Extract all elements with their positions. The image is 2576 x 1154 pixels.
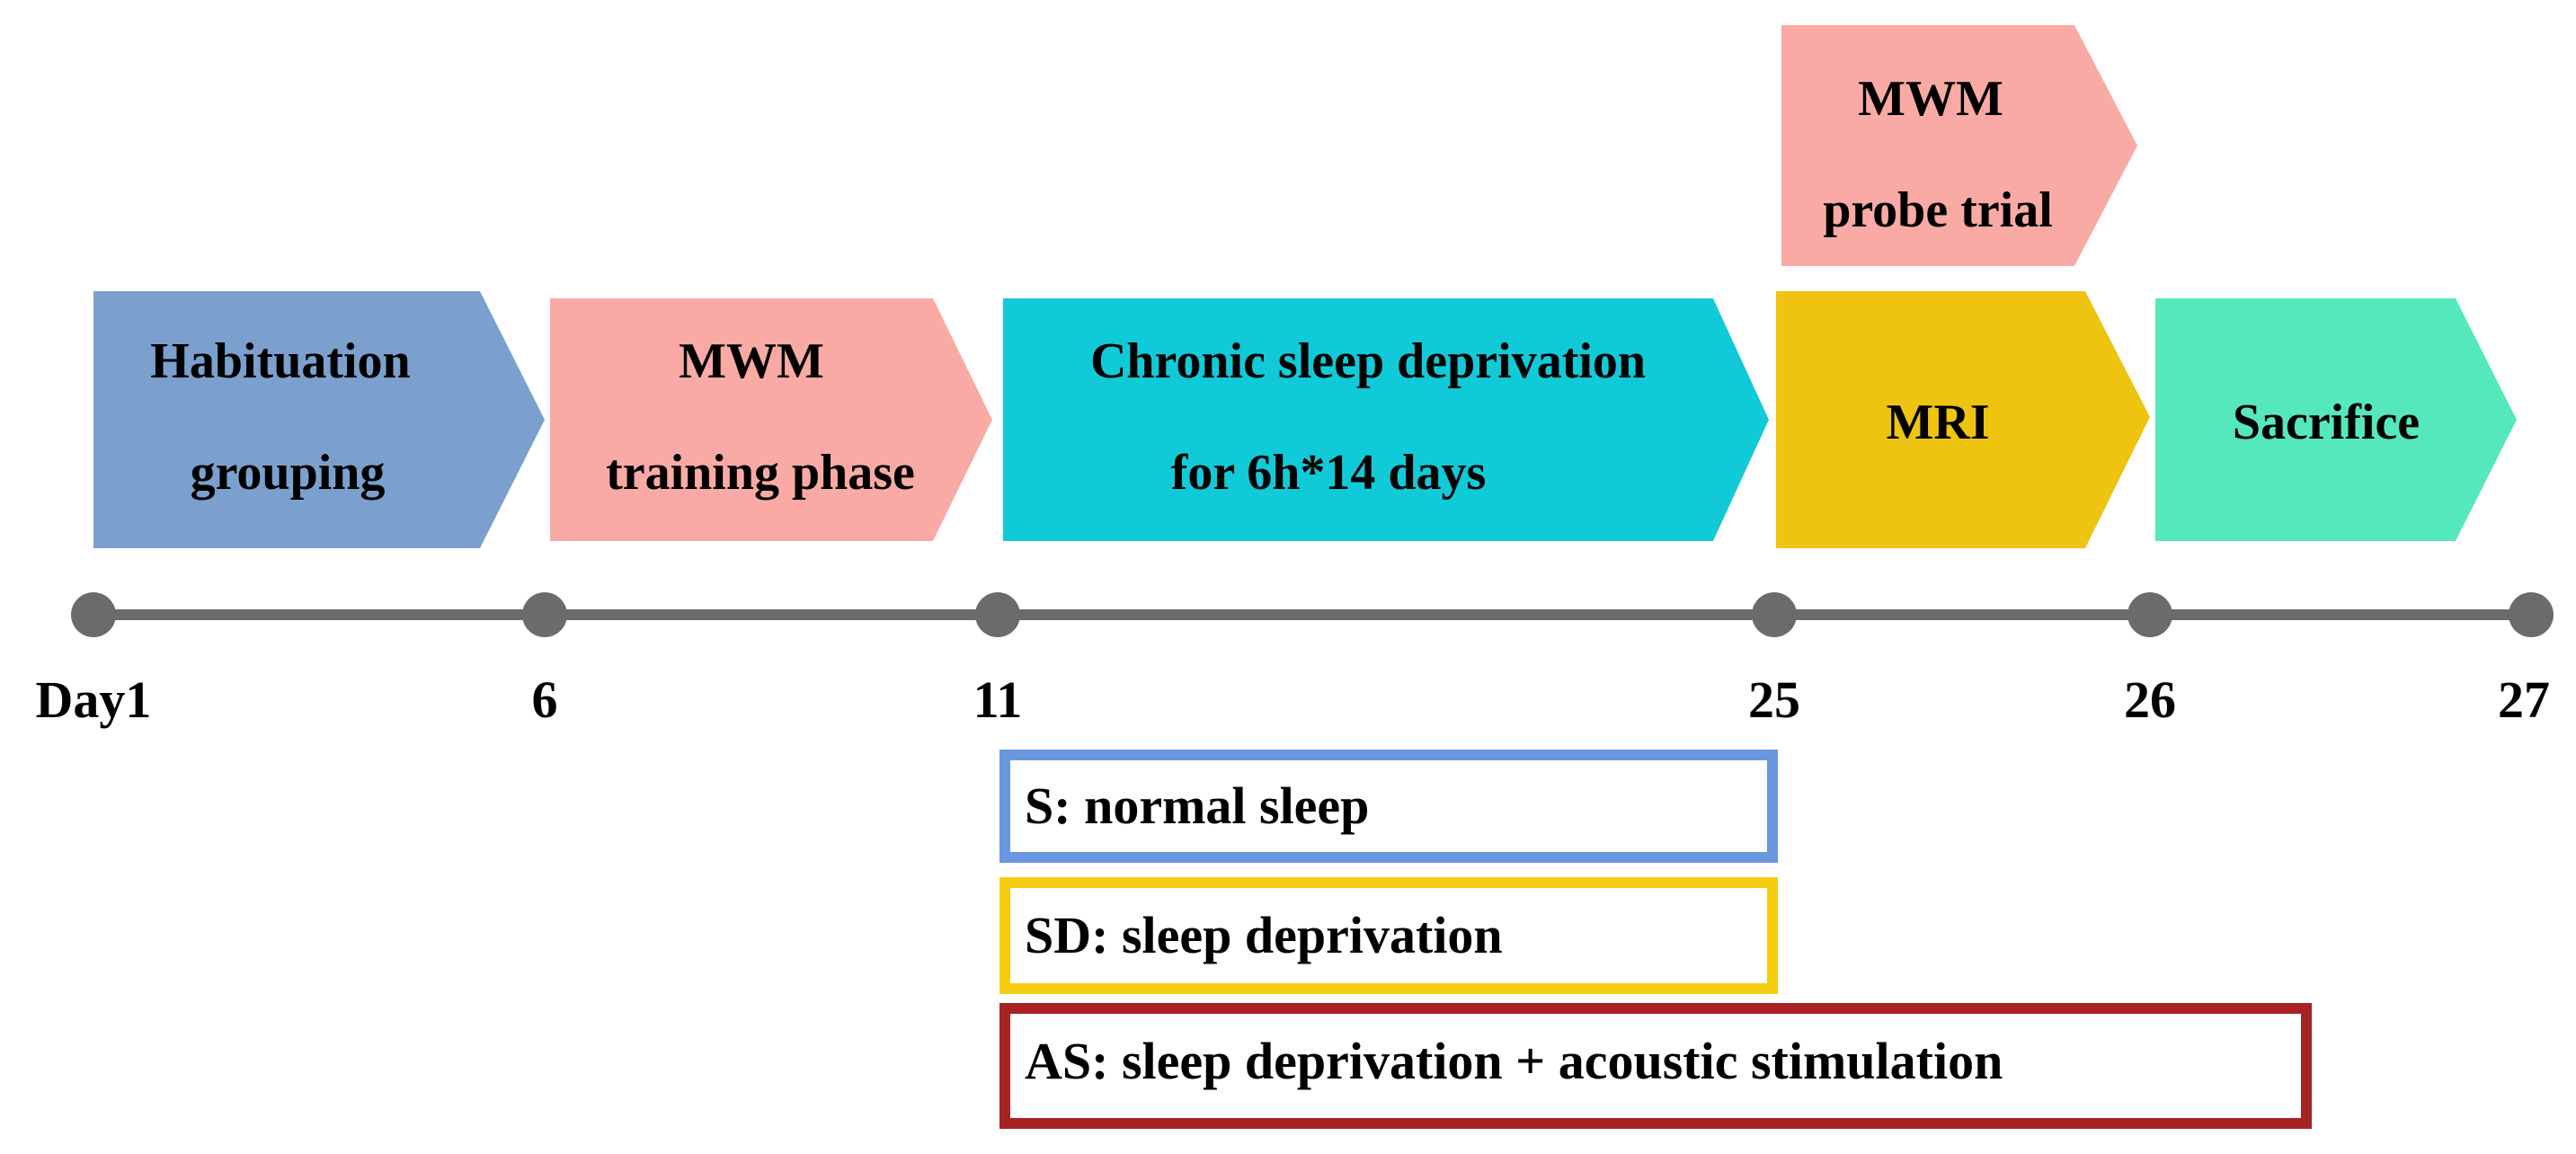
phase-mwm-training-arrow [550,298,992,541]
phase-sacrifice-arrow [2155,298,2517,541]
timeline-tick-label-day27: 27 [2498,670,2550,729]
timeline-tick-label-day25: 25 [1748,670,1800,729]
timeline-marker-day6 [522,592,567,637]
timeline-marker-day25 [1752,592,1797,637]
group-sd-label: SD: sleep deprivation [1025,906,1503,964]
timeline-tick-label-day26: 26 [2124,670,2176,729]
phase-sleep-deprivation-line-1: Chronic sleep deprivation [1090,333,1646,389]
phase-mwm-training: MWM training phase [550,298,992,541]
phase-mwm-probe-line-2: probe trial [1823,182,2053,238]
group-as-box [999,1003,2312,1129]
group-as: AS: sleep deprivation + acoustic stimula… [999,1003,2312,1129]
timeline-marker-day26 [2127,592,2172,637]
phase-mri: MRI [1776,291,2150,548]
phase-habituation: Habituation grouping [93,291,545,548]
phase-habituation-line-1: Habituation [150,333,410,389]
phase-sleep-deprivation-arrow [1003,298,1769,541]
phase-mri-arrow [1776,291,2150,548]
group-s-label: S: normal sleep [1025,777,1369,835]
timeline-tick-label-day6: 6 [532,670,558,729]
phase-sleep-deprivation: Chronic sleep deprivation for 6h*14 days [1003,298,1769,541]
timeline: Day1 6 11 25 26 27 [36,592,2554,729]
phase-mri-label: MRI [1886,395,1989,450]
group-sd-box [999,877,1778,994]
timeline-marker-day11 [975,592,1020,637]
timeline-marker-day27 [2509,592,2554,637]
phase-sacrifice-label: Sacrifice [2233,395,2420,450]
phase-mwm-probe: MWM probe trial [1781,25,2137,266]
group-s-box [999,750,1778,863]
group-s: S: normal sleep [999,750,1778,863]
phase-habituation-line-2: grouping [191,445,386,501]
phase-sleep-deprivation-line-2: for 6h*14 days [1171,445,1487,501]
group-as-label: AS: sleep deprivation + acoustic stimula… [1025,1032,2003,1090]
group-sd: SD: sleep deprivation [999,877,1778,994]
phase-mwm-probe-arrow [1781,25,2137,266]
phase-habituation-arrow [93,291,545,548]
phase-mwm-probe-line-1: MWM [1858,71,2003,127]
phase-mwm-training-line-1: MWM [679,333,824,389]
phase-sacrifice: Sacrifice [2155,298,2517,541]
timeline-tick-label-day11: 11 [973,670,1023,729]
timeline-marker-day1 [71,592,116,637]
phase-mwm-training-line-2: training phase [606,445,915,501]
timeline-tick-label-day1: Day1 [36,670,152,729]
